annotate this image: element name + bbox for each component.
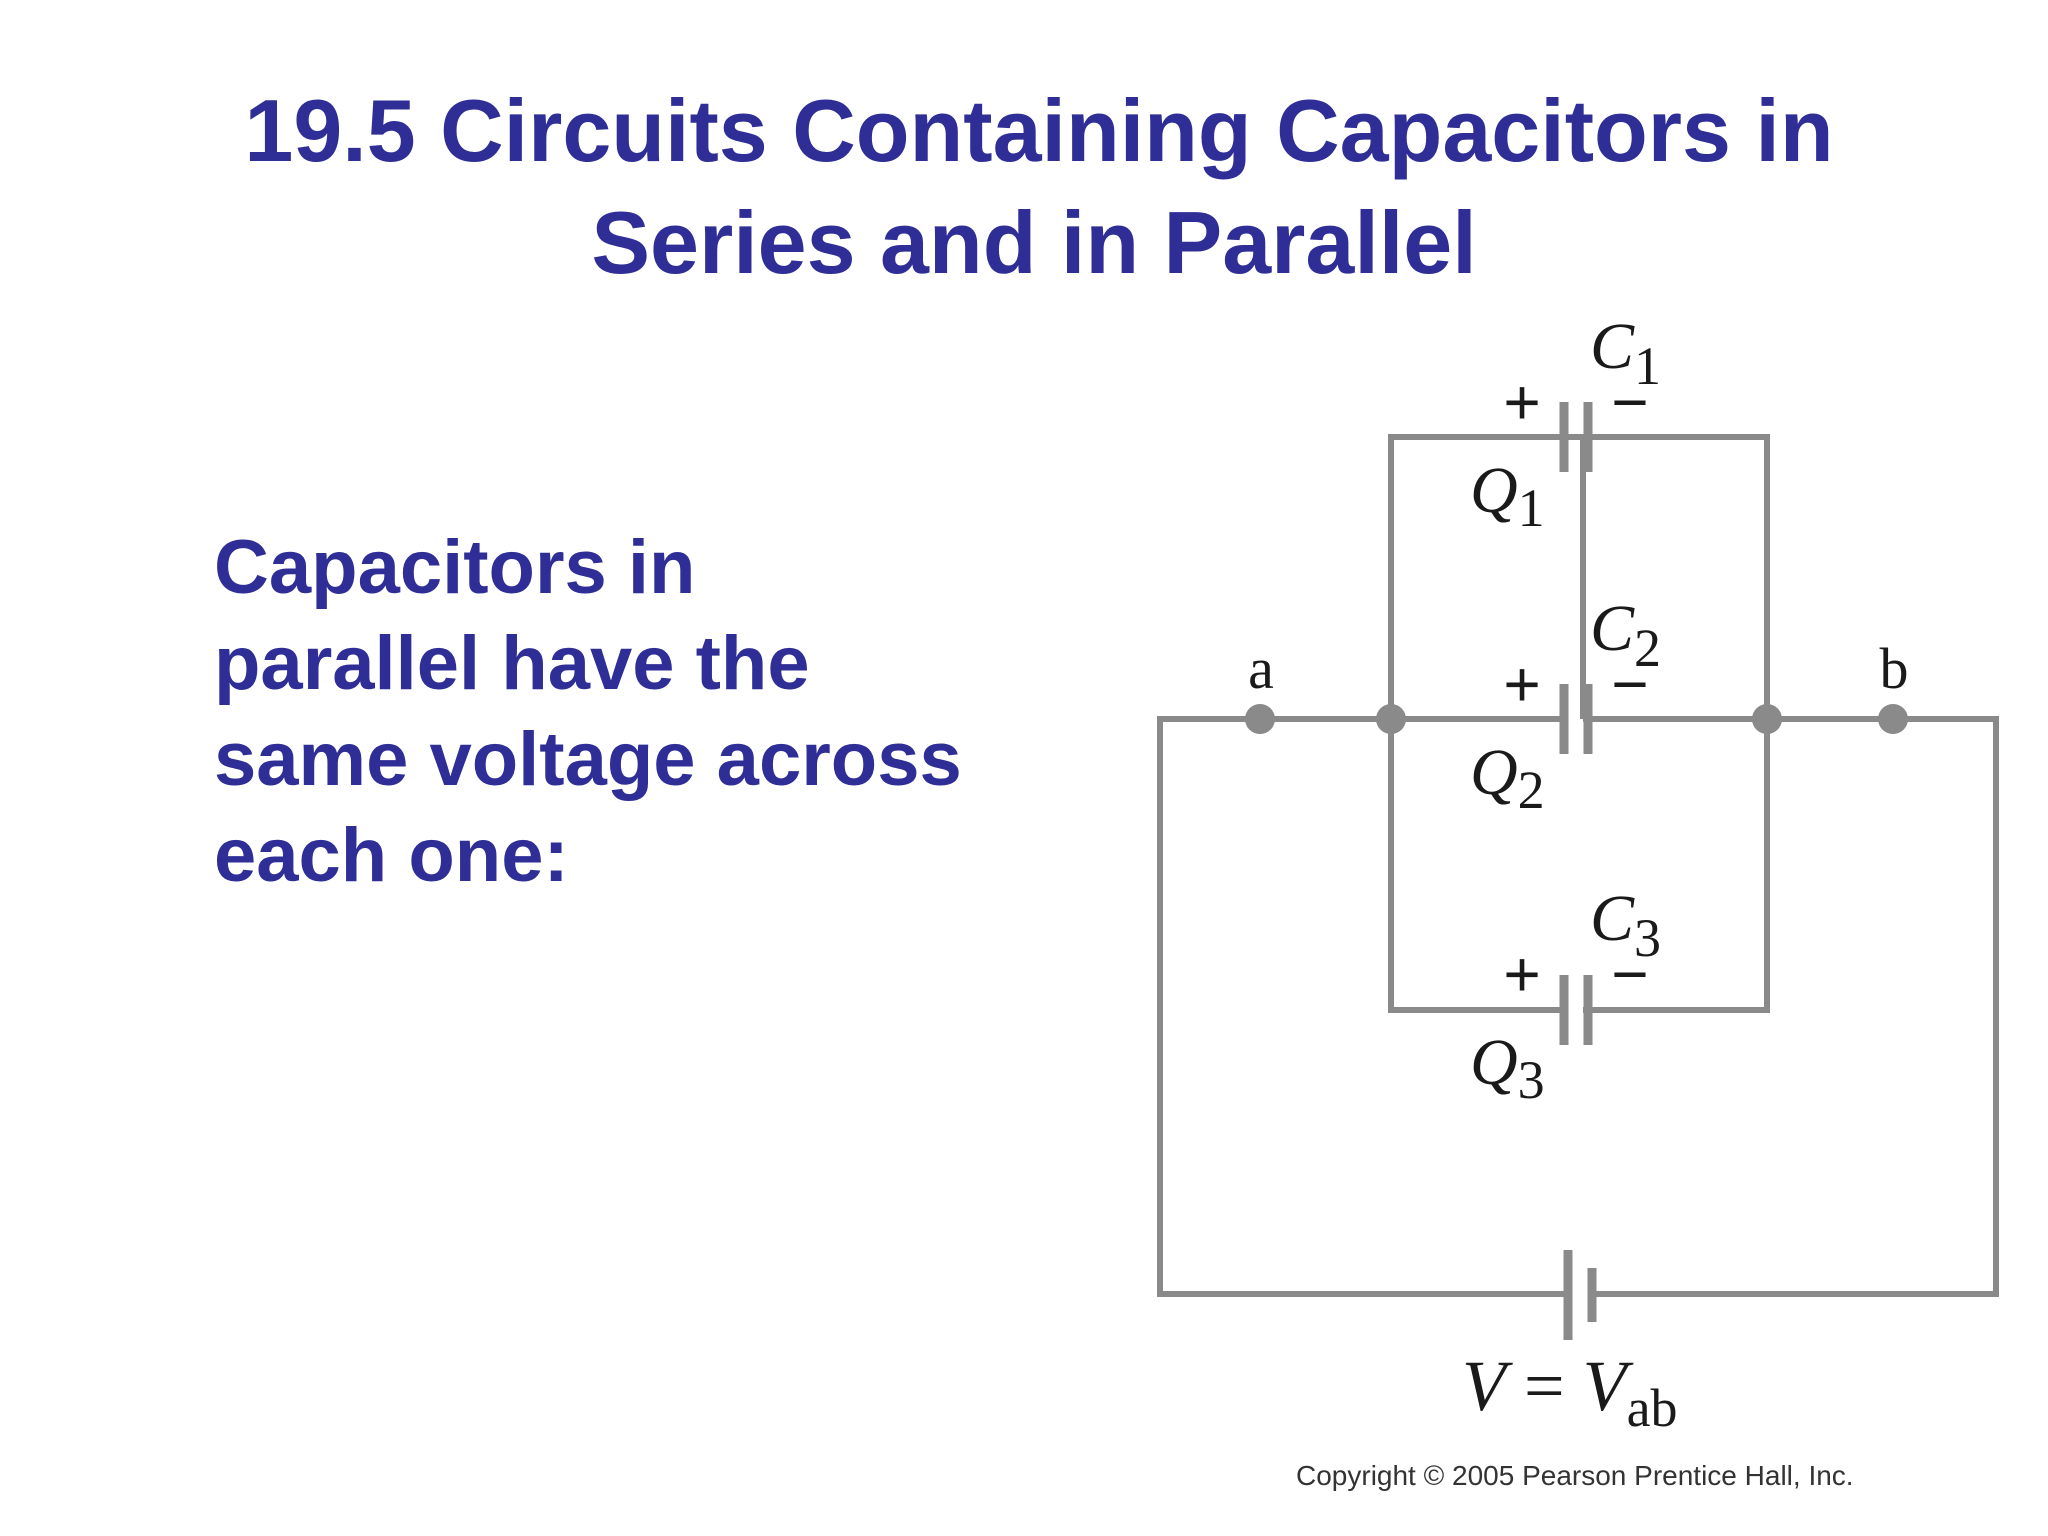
c3-plus-sign: + (1503, 938, 1540, 1010)
capacitor-c1-plates (1559, 402, 1593, 472)
c2-label: C2 (1590, 592, 1661, 678)
c1-plus-sign: + (1503, 366, 1540, 438)
capacitor-c2-plates (1559, 684, 1593, 754)
node-left-junction (1376, 704, 1406, 734)
node-b (1878, 704, 1908, 734)
capacitor-c3: C3 + − Q3 (1470, 882, 1661, 1110)
body-line-4: each one: (214, 813, 569, 898)
node-a (1245, 704, 1275, 734)
q3-label: Q3 (1470, 1026, 1545, 1110)
c3-minus-sign: − (1611, 938, 1648, 1010)
c3-label: C3 (1590, 882, 1661, 968)
slide-title: 19.5 Circuits Containing Capacitors in S… (0, 75, 2048, 299)
slide-body-text: Capacitors in parallel have the same vol… (214, 520, 1114, 904)
c2-plus-sign: + (1503, 648, 1540, 720)
c2-minus-sign: − (1611, 648, 1648, 720)
q2-label: Q2 (1470, 736, 1545, 820)
terminal-a-label: a (1248, 636, 1274, 701)
terminal-b-label: b (1880, 636, 1909, 701)
capacitor-c3-plates (1559, 975, 1593, 1045)
c1-label: C1 (1590, 310, 1661, 396)
circuit-wires (1157, 434, 1999, 1297)
body-line-2: parallel have the (214, 621, 810, 706)
battery-icon (1563, 1250, 1597, 1340)
body-line-3: same voltage across (214, 717, 962, 802)
slide-title-line-2: Series and in Parallel (591, 193, 1477, 292)
slide-title-line-1: 19.5 Circuits Containing Capacitors in (244, 81, 1834, 180)
capacitor-c1: C1 + − Q1 (1470, 310, 1661, 538)
copyright-notice: Copyright © 2005 Pearson Prentice Hall, … (1296, 1460, 1854, 1491)
node-right-junction (1752, 704, 1782, 734)
voltage-label: V = Vab (1462, 1346, 1678, 1438)
circuit-nodes (1245, 704, 1908, 734)
body-line-1: Capacitors in (214, 525, 696, 610)
capacitor-c2: C2 + − Q2 (1470, 592, 1661, 820)
q1-label: Q1 (1470, 454, 1545, 538)
c1-minus-sign: − (1611, 366, 1648, 438)
